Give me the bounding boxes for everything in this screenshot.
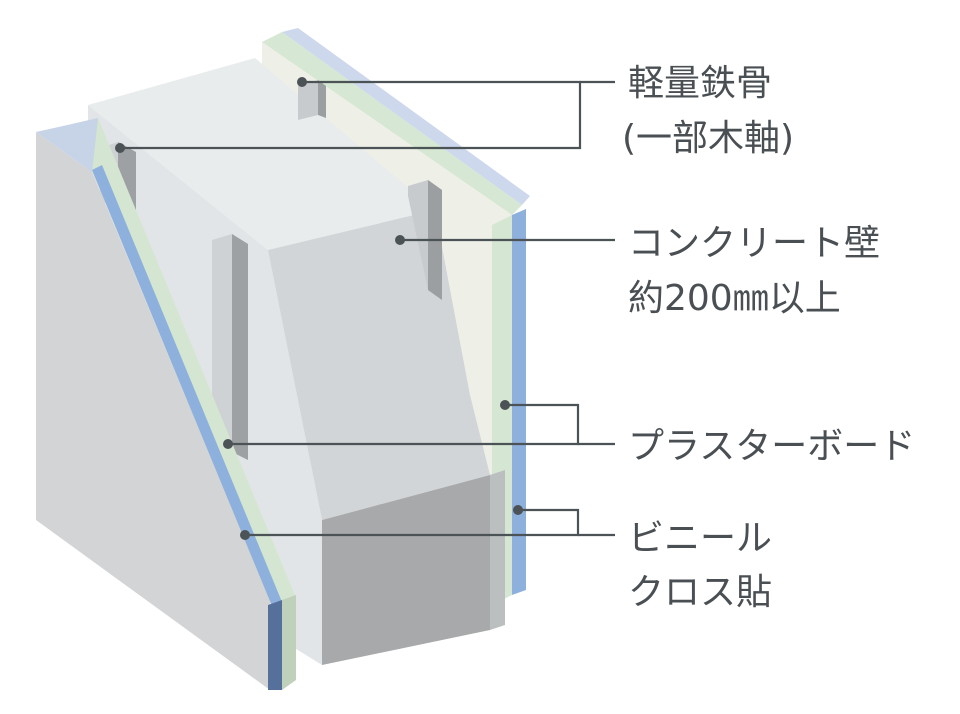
leader-vinyl [240, 505, 615, 540]
leader-steel [115, 77, 615, 153]
label-concrete-line1: コンクリート壁 [628, 223, 880, 264]
label-vinyl-line2: クロス貼 [628, 572, 772, 613]
label-steel-line1: 軽量鉄骨 [628, 63, 772, 104]
leader-concrete [395, 235, 615, 245]
label-plaster: プラスターボード [628, 426, 915, 467]
label-steel-line2: (一部木軸) [622, 118, 794, 159]
front-panel [36, 118, 296, 690]
leader-plaster [223, 400, 615, 449]
label-concrete-line2: 約200㎜以上 [628, 278, 841, 319]
label-vinyl-line1: ビニール [628, 518, 772, 559]
